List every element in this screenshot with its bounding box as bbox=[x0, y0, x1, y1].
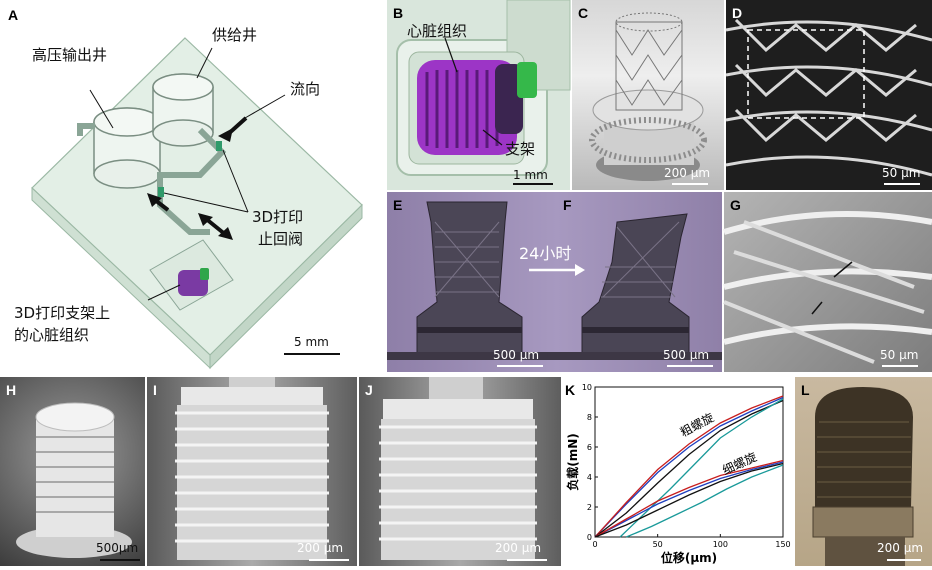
tissue-callout: 心脏组织 bbox=[407, 22, 468, 40]
check-valve-label-1: 3D打印 bbox=[252, 208, 304, 226]
panel-l-label: L bbox=[801, 382, 810, 398]
panel-j: J 200 µm bbox=[359, 377, 561, 566]
y-axis-label: 负载(mN) bbox=[565, 433, 580, 491]
x-tick-label: 0 bbox=[592, 540, 597, 549]
series-line bbox=[594, 461, 784, 538]
panel-g-scale: 50 µm bbox=[880, 348, 919, 362]
x-tick-label: 100 bbox=[713, 540, 728, 549]
x-tick-label: 150 bbox=[775, 540, 790, 549]
panel-f: F 24小时 500 µm bbox=[519, 192, 722, 372]
series-line bbox=[594, 462, 784, 538]
series-line bbox=[619, 398, 784, 538]
panel-h-label: H bbox=[6, 382, 17, 398]
x-axis-label: 位移(µm) bbox=[661, 550, 717, 565]
panel-j-label: J bbox=[365, 382, 373, 398]
tissue-label-1: 3D打印支架上 bbox=[14, 304, 111, 322]
panel-c-label: C bbox=[578, 5, 589, 21]
y-tick-label: 6 bbox=[587, 443, 592, 452]
series-line bbox=[594, 459, 784, 538]
panel-k-label: K bbox=[565, 382, 576, 398]
panel-i: I 200 µm bbox=[147, 377, 357, 566]
scaffold-callout: 支架 bbox=[505, 140, 536, 158]
panel-e-scale: 500 µm bbox=[493, 348, 540, 362]
panel-f-scale: 500 µm bbox=[663, 348, 710, 362]
coarse-helix-annotation: 粗螺旋 bbox=[678, 410, 716, 439]
valve-2 bbox=[158, 187, 164, 197]
y-tick-label: 8 bbox=[587, 413, 592, 422]
panel-c-scale: 200 µm bbox=[664, 166, 711, 180]
chip-schematic bbox=[31, 37, 363, 370]
panel-h-scale: 500µm bbox=[96, 541, 139, 555]
panel-b: B 心脏组织 支架 1 mm bbox=[387, 0, 571, 190]
y-tick-label: 2 bbox=[587, 503, 592, 512]
time-24h-label: 24小时 bbox=[519, 244, 572, 263]
panel-c: C 200 µm bbox=[572, 0, 724, 190]
y-tick-label: 4 bbox=[587, 473, 592, 482]
series-line bbox=[594, 395, 784, 538]
panel-i-label: I bbox=[153, 382, 157, 398]
valve-1 bbox=[216, 141, 222, 151]
series-line bbox=[594, 399, 784, 538]
supply-well-label: 供给井 bbox=[212, 26, 258, 44]
panel-a-label: A bbox=[8, 7, 19, 23]
panel-e-label: E bbox=[393, 197, 403, 213]
series-line bbox=[594, 396, 784, 538]
tissue-label-2: 的心脏组织 bbox=[14, 326, 90, 344]
panel-i-scale: 200 µm bbox=[297, 541, 344, 555]
panel-a-scale: 5 mm bbox=[294, 335, 329, 349]
panel-l: L 200 µm bbox=[795, 377, 932, 566]
series-line bbox=[626, 464, 784, 538]
panel-e: E 500 µm bbox=[387, 192, 557, 372]
panel-d: D 50 µm bbox=[725, 0, 932, 190]
y-tick-label: 0 bbox=[587, 533, 592, 542]
panel-b-scale: 1 mm bbox=[513, 168, 548, 182]
panel-l-scale: 200 µm bbox=[877, 541, 924, 555]
x-tick-label: 50 bbox=[653, 540, 663, 549]
check-valve-label-2: 止回阀 bbox=[258, 230, 304, 248]
y-tick-label: 10 bbox=[582, 383, 592, 392]
panel-b-label: B bbox=[393, 5, 404, 21]
panel-a: A 高压输出井 供给井 流向 3D打印 止回阀 3D打印支架上 的心脏组织 5 … bbox=[0, 0, 385, 375]
green-cap bbox=[517, 62, 537, 98]
zoom-box bbox=[747, 29, 865, 119]
panel-g: G 50 µm bbox=[723, 192, 932, 372]
panel-f-label: F bbox=[563, 197, 572, 213]
panel-d-label: D bbox=[732, 5, 743, 21]
flow-direction-label: 流向 bbox=[290, 80, 321, 98]
panel-j-scale: 200 µm bbox=[495, 541, 542, 555]
panel-g-label: G bbox=[730, 197, 741, 213]
high-pressure-well-label: 高压输出井 bbox=[32, 46, 108, 64]
panel-h: H 500µm bbox=[0, 377, 145, 566]
panel-d-scale: 50 µm bbox=[882, 166, 921, 180]
